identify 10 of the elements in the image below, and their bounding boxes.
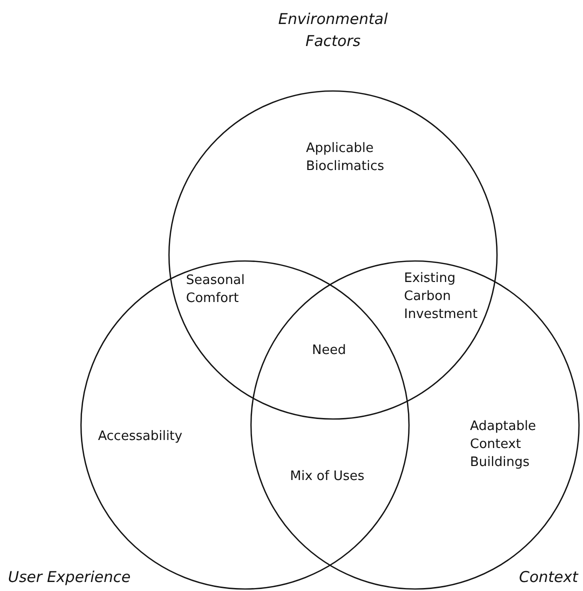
circle-heading: Context [518, 567, 578, 588]
overlap-label: Mix of Uses [290, 468, 366, 486]
circle-heading: Environmental Factors [277, 9, 389, 52]
region-label: Applicable Bioclimatics [306, 140, 386, 176]
overlap-label: Existing Carbon Investment [404, 270, 479, 324]
overlap-label: Seasonal Comfort [186, 272, 246, 308]
region-label: Accessability [98, 428, 184, 446]
circle-heading: User Experience [8, 567, 132, 588]
region-label: Adaptable Context Buildings [470, 418, 538, 472]
overlap-label: Need [312, 342, 347, 360]
